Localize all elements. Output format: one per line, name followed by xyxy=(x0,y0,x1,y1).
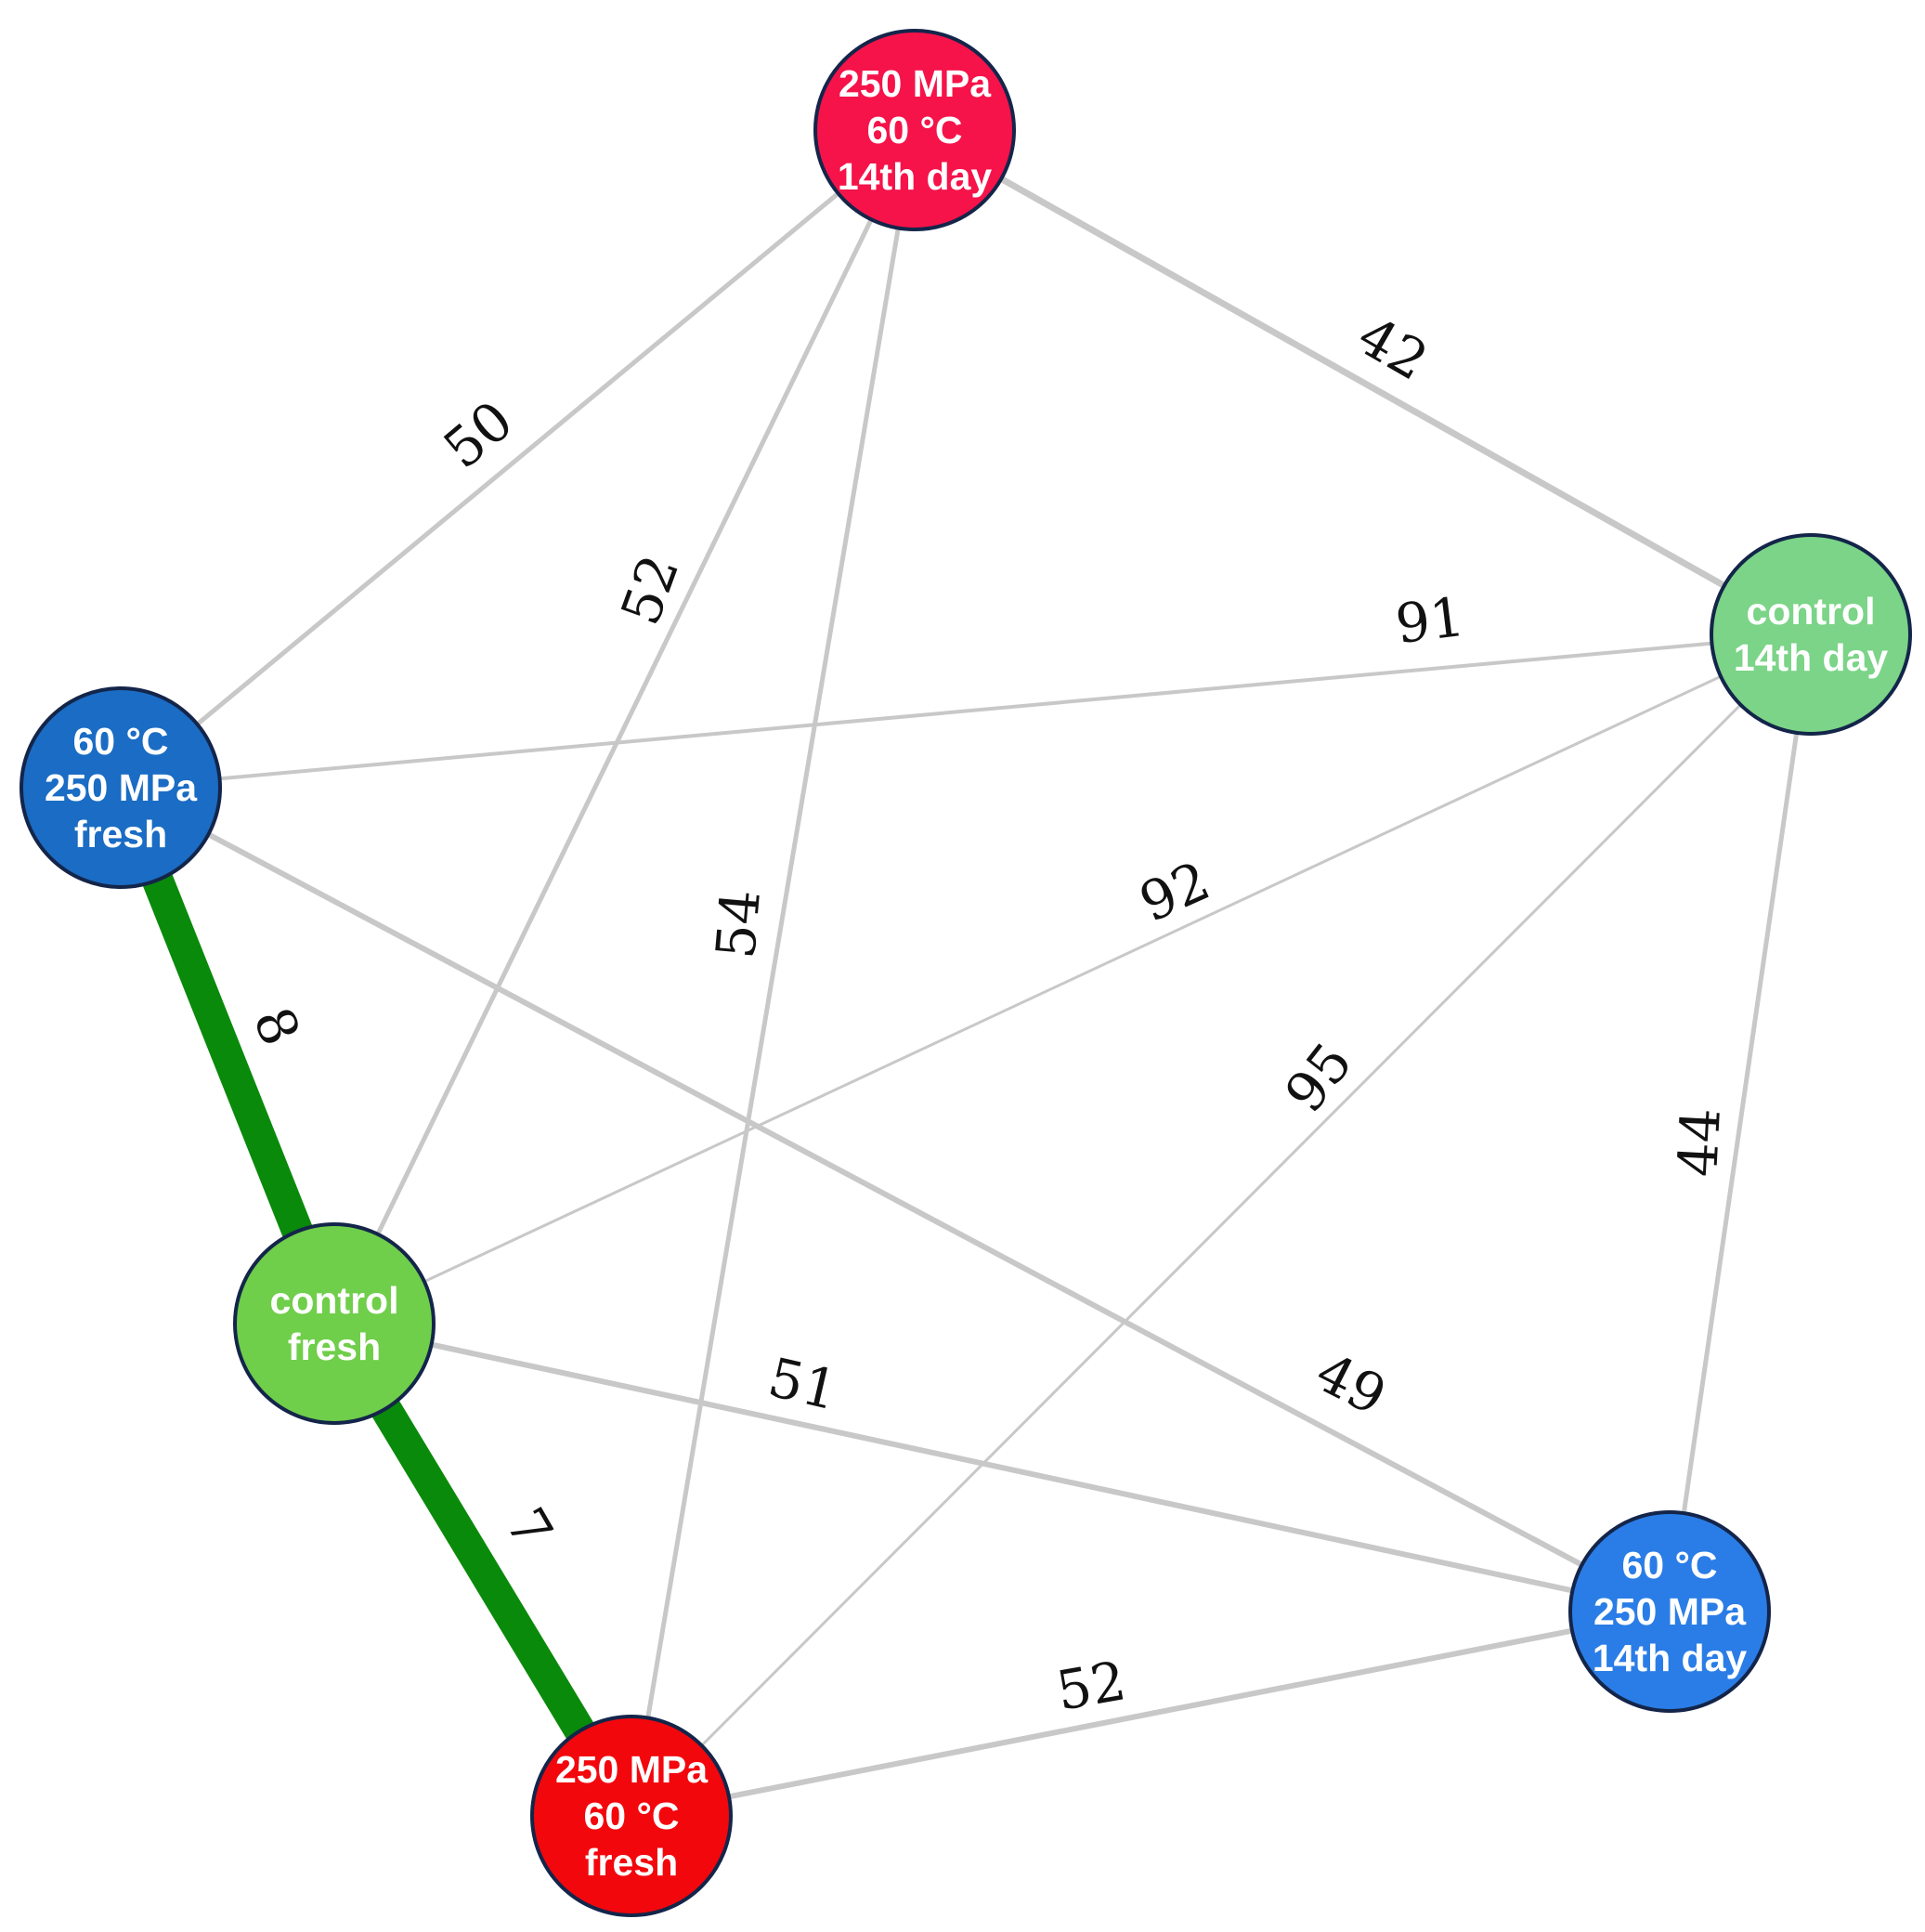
node-label-line: 250 MPa xyxy=(839,62,992,105)
node-label-line: control xyxy=(1747,590,1876,633)
node-circle-control-14 xyxy=(1710,533,1912,736)
node-label-line: 60 °C xyxy=(1621,1544,1717,1586)
node-label-line: 60 °C xyxy=(72,720,168,763)
edge-label-control-fresh-to-hpp-heat-fresh: 7 xyxy=(493,1497,565,1559)
edge-hpp-heat-14-to-control-14 xyxy=(913,126,1813,638)
edge-label-heat-hpp-fresh-to-heat-hpp-14: 49 xyxy=(1307,1340,1397,1428)
node-label-line: 60 °C xyxy=(866,109,962,151)
node-circle-hpp-heat-14 xyxy=(813,29,1016,231)
edge-control-14-to-heat-hpp-fresh xyxy=(120,633,1812,790)
edge-label-hpp-heat-14-to-hpp-heat-fresh: 54 xyxy=(704,887,773,960)
node-label-line: 14th day xyxy=(1734,636,1889,679)
edge-label-control-fresh-to-heat-hpp-14: 51 xyxy=(762,1346,843,1423)
edge-hpp-heat-14-to-hpp-heat-fresh xyxy=(629,129,917,1817)
edge-label-control-14-to-hpp-heat-fresh: 95 xyxy=(1272,1031,1364,1124)
node-label-line: 14th day xyxy=(1593,1637,1748,1679)
edge-hpp-heat-14-to-control-fresh xyxy=(332,128,917,1325)
edge-label-control-14-to-control-fresh: 92 xyxy=(1130,849,1218,934)
node-label-line: 14th day xyxy=(838,155,993,198)
edge-control-14-to-heat-hpp-14 xyxy=(1667,633,1814,1612)
node-label-line: 250 MPa xyxy=(45,766,198,809)
edge-heat-hpp-fresh-to-heat-hpp-14 xyxy=(119,785,1671,1614)
node-label-line: control xyxy=(270,1279,399,1322)
node-label-line: 60 °C xyxy=(583,1795,679,1837)
node-label-line: fresh xyxy=(74,813,167,855)
node-label-line: fresh xyxy=(585,1841,678,1884)
node-label-line: 250 MPa xyxy=(555,1748,709,1791)
edge-label-hpp-heat-fresh-to-heat-hpp-14: 52 xyxy=(1052,1649,1130,1723)
edge-hpp-heat-14-to-heat-hpp-fresh xyxy=(119,128,917,790)
node-label-line: fresh xyxy=(288,1325,381,1368)
edge-control-14-to-control-fresh xyxy=(333,633,1812,1325)
edge-label-heat-hpp-fresh-to-control-fresh: 8 xyxy=(241,999,313,1054)
node-circle-heat-hpp-fresh xyxy=(20,686,222,889)
node-label-line: 250 MPa xyxy=(1593,1590,1747,1633)
node-circle-control-fresh xyxy=(233,1222,436,1425)
edge-control-fresh-to-heat-hpp-14 xyxy=(333,1321,1671,1614)
edge-layer xyxy=(106,126,1814,1824)
node-circle-hpp-heat-fresh xyxy=(530,1715,733,1917)
node-circle-heat-hpp-14 xyxy=(1568,1510,1771,1713)
edge-label-control-14-to-heat-hpp-fresh: 91 xyxy=(1392,585,1468,656)
edge-label-control-14-to-heat-hpp-14: 44 xyxy=(1666,1106,1733,1178)
edge-hpp-heat-fresh-to-heat-hpp-14 xyxy=(631,1609,1671,1819)
edge-control-14-to-hpp-heat-fresh xyxy=(630,633,1813,1818)
